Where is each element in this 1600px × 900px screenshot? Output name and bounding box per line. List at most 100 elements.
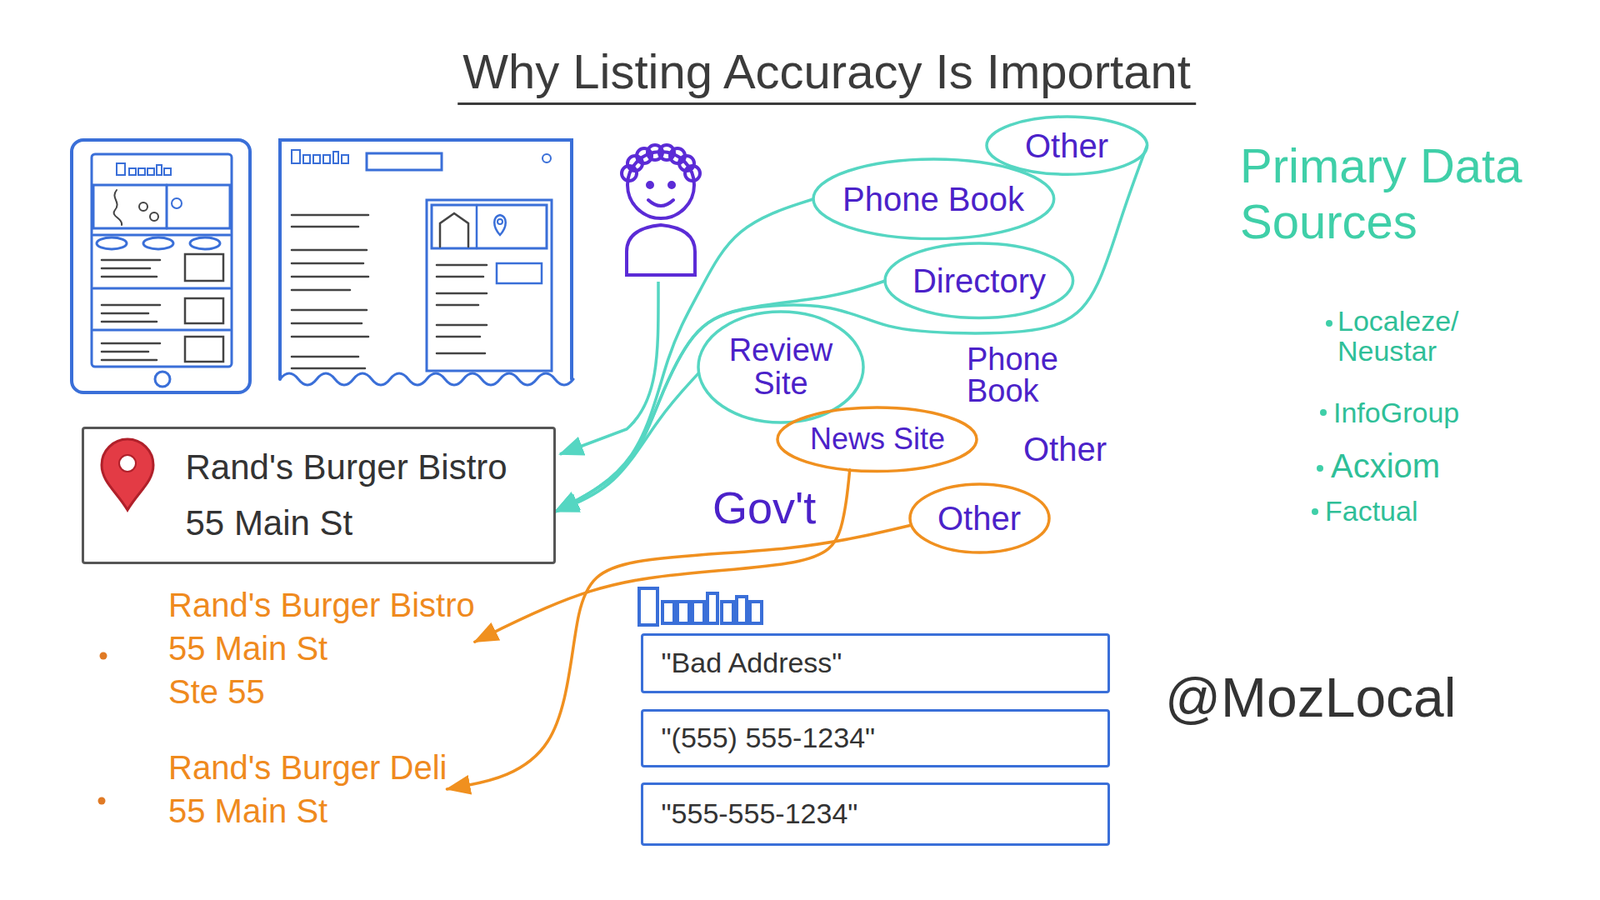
person-arrow: [560, 281, 659, 455]
source-ellipse: Other: [908, 482, 1051, 555]
node-text: 55 Main St: [185, 495, 508, 551]
node-text: Rand's Burger Deli: [168, 745, 447, 790]
ellipse-outline: [910, 484, 1050, 553]
desktop-page-sketch: [436, 265, 487, 354]
desktop-page-sketch: [291, 215, 369, 369]
connector-arrow: [555, 373, 700, 512]
tablet-sketch: [185, 298, 224, 324]
node-content: "555-555-1234": [661, 797, 859, 830]
bullet-dot: [1325, 320, 1333, 327]
connector-arrow: [475, 470, 850, 642]
ellipse-outline: [813, 159, 1055, 240]
desktop-page-sketch: [497, 219, 503, 225]
data-source-item: Factual: [1325, 495, 1419, 528]
node-text: "(555) 555-1234": [661, 721, 876, 755]
map-pin: [101, 439, 154, 510]
bullet-dot: [1311, 508, 1319, 515]
tablet-sketch: [96, 237, 127, 250]
tablet-sketch: [165, 185, 169, 229]
desktop-page-sketch: [280, 373, 574, 385]
node-text: Rand's Burger Bistro: [185, 439, 508, 495]
desktop-page-sketch: [494, 215, 506, 235]
data-source-item: Acxiom: [1330, 446, 1440, 485]
node-content: News Site: [810, 421, 945, 456]
bullet-dot: [98, 797, 106, 805]
tablet-sketch: [93, 185, 230, 229]
desktop-page-sketch: [431, 205, 547, 249]
ellipse-outline: [986, 116, 1148, 175]
tablet-sketch: [155, 371, 170, 387]
node-text: Other: [937, 499, 1021, 538]
source-label: Gov't: [712, 481, 816, 534]
ellipse-outline: [777, 407, 977, 472]
connector-arrow: [555, 145, 1148, 512]
desktop-page-sketch: [542, 154, 551, 163]
desktop-page-sketch: [426, 200, 552, 371]
node-content: Review Site: [726, 334, 835, 401]
node-content: Rand's Burger Bistro55 Main St Ste 55: [168, 583, 475, 714]
node-content: Phone Book: [842, 180, 1025, 219]
tablet-sketch: [143, 237, 174, 250]
person-icon: [648, 200, 674, 206]
source-label: Phone Book: [966, 343, 1075, 407]
node-text: 55 Main St Ste 55: [168, 626, 369, 714]
search-result-box: "Bad Address": [640, 633, 1110, 694]
tablet-sketch: [91, 154, 232, 367]
tablet-sketch: [71, 140, 250, 393]
desktop-page-sketch: [280, 140, 572, 380]
person-icon: [669, 182, 675, 188]
node-content: Rand's Burger Deli55 Main St: [168, 745, 447, 833]
node-content: "Bad Address": [661, 646, 843, 680]
node-content: Other: [1025, 126, 1109, 165]
tablet-sketch: [171, 198, 182, 209]
person-icon: [647, 182, 653, 188]
node-content: Rand's Burger Bistro55 Main St: [185, 439, 508, 551]
node-text: Review Site: [726, 334, 835, 401]
bullet-dot: [100, 652, 108, 660]
tablet-sketch: [116, 163, 171, 175]
desktop-page-sketch: [291, 150, 349, 164]
tablet-sketch: [71, 140, 250, 393]
person-icon: [621, 145, 700, 275]
listing-variant: Rand's Burger Bistro55 Main St Ste 55: [168, 583, 475, 714]
person-icon: [685, 165, 700, 181]
search-result-box: "(555) 555-1234": [640, 709, 1110, 767]
desktop-page-sketch: [440, 213, 469, 247]
tablet-sketch: [139, 202, 148, 211]
title: Why Listing Accuracy Is Important: [457, 43, 1196, 105]
search-logo: [639, 588, 762, 625]
data-source-item: Localeze/ Neustar: [1337, 306, 1480, 366]
tablet-sketch: [114, 190, 123, 225]
person-icon: [626, 225, 695, 275]
ellipse-outline: [698, 311, 864, 423]
desktop-page-sketch: [366, 153, 442, 170]
source-ellipse: Directory: [883, 241, 1075, 320]
search-logo: [639, 588, 762, 625]
handle-label: @MozLocal: [1165, 666, 1456, 730]
tablet-sketch: [101, 260, 160, 360]
tablet-sketch: [93, 234, 230, 237]
node-content: "(555) 555-1234": [661, 721, 876, 755]
tablet-sketch: [190, 237, 220, 250]
ellipse-outline: [885, 243, 1074, 318]
tablet-sketch: [185, 254, 224, 281]
node-text: Directory: [912, 261, 1046, 300]
person-arrow: [560, 281, 659, 455]
bullet-dot: [1320, 409, 1327, 416]
tablet-sketch: [185, 336, 224, 362]
node-text: "555-555-1234": [661, 797, 859, 830]
map-pin: [101, 439, 154, 510]
node-text: "Bad Address": [661, 646, 843, 680]
source-ellipse: News Site: [775, 405, 979, 474]
listing-variant: Rand's Burger Deli55 Main St: [168, 745, 447, 833]
bullet-dot: [1316, 465, 1324, 472]
node-text: 55 Main St: [168, 789, 447, 833]
tablet-sketch: [93, 288, 230, 330]
source-ellipse: Phone Book: [811, 157, 1056, 241]
source-ellipse: Review Site: [696, 310, 865, 425]
map-pin: [119, 455, 136, 472]
node-text: Phone Book: [842, 180, 1025, 219]
desktop-page-sketch: [475, 205, 479, 249]
section-heading: Primary Data Sources: [1240, 138, 1565, 250]
